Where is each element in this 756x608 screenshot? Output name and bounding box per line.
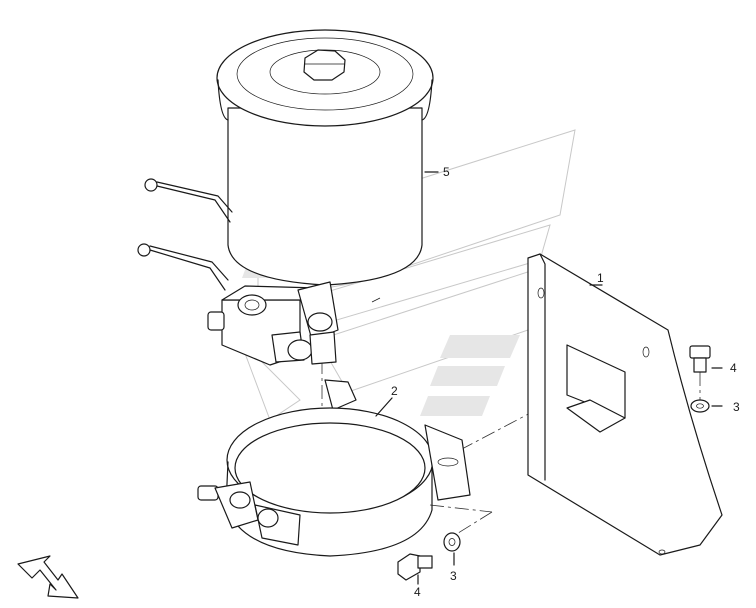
callout-5: 5 bbox=[443, 165, 450, 179]
lubricant-reservoir-assembly bbox=[137, 29, 439, 366]
hardware-washer-right bbox=[690, 399, 723, 413]
direction-arrow-icon bbox=[17, 555, 79, 599]
hardware-washer-bottom bbox=[443, 532, 461, 566]
hardware-bolt-bottom bbox=[397, 553, 433, 585]
callout-3-right: 3 bbox=[733, 400, 740, 414]
hardware-bolt-right bbox=[689, 345, 723, 373]
callout-labels: 1 2 3 3 4 4 5 bbox=[391, 165, 740, 599]
mounting-clamp-band bbox=[197, 379, 471, 557]
callout-4-bottom: 4 bbox=[414, 585, 421, 599]
callout-4-right: 4 bbox=[730, 361, 737, 375]
callout-3-bottom: 3 bbox=[450, 569, 457, 583]
callout-1: 1 bbox=[597, 271, 604, 285]
callout-2: 2 bbox=[391, 384, 398, 398]
mounting-bracket bbox=[527, 253, 723, 556]
